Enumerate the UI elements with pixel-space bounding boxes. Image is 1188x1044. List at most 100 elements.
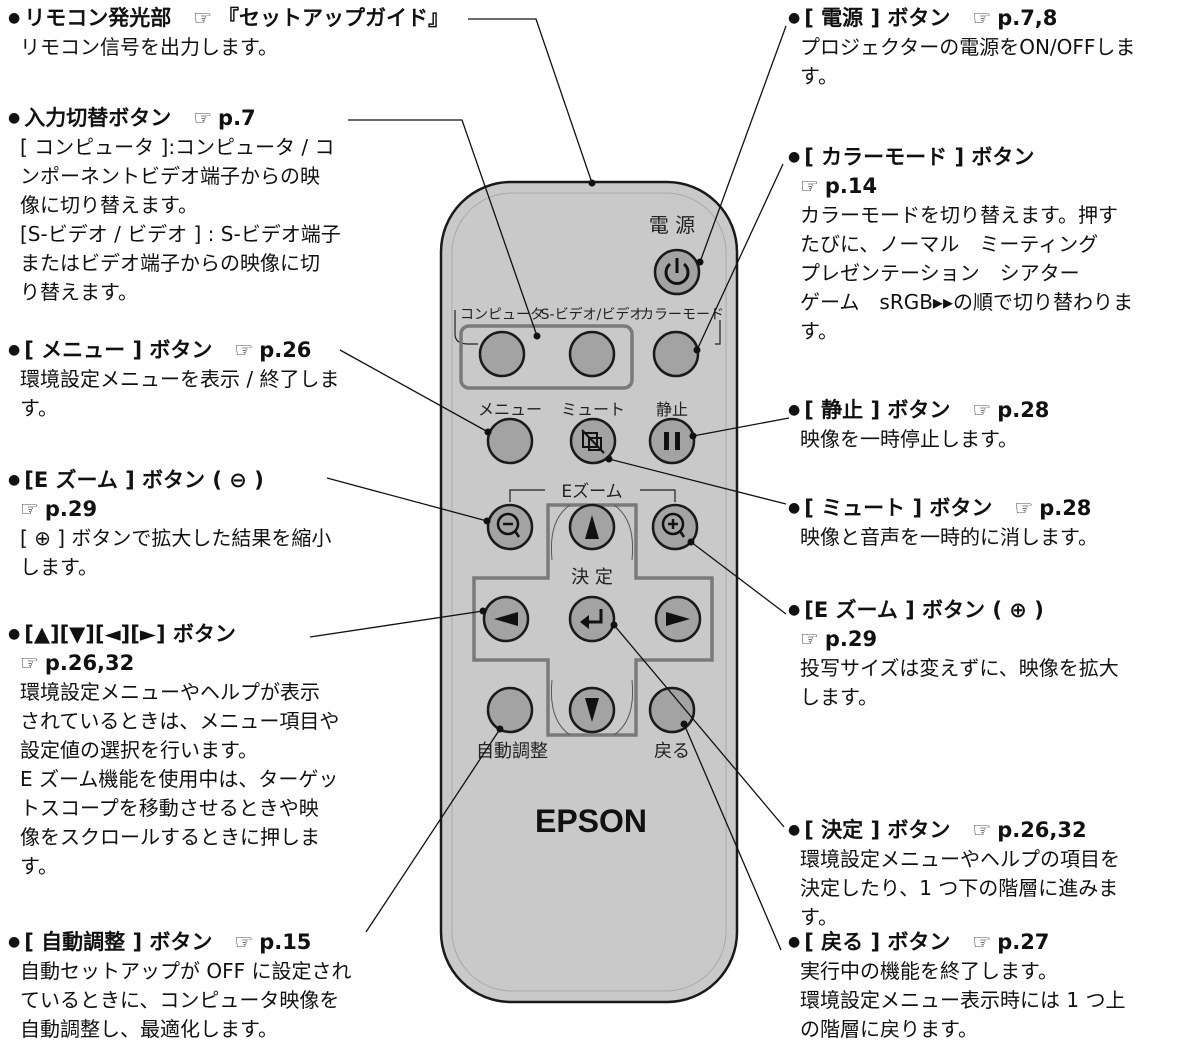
callout-ref[interactable]: p.15 (259, 930, 312, 954)
enter-label: 決 定 (571, 567, 613, 588)
callout-body: [ ⊕ ] ボタンで拡大した結果を縮小 します。 (20, 526, 332, 579)
callout-ref[interactable]: p.27 (997, 930, 1050, 954)
freeze-label: 静止 (656, 400, 688, 419)
dpad-frame (472, 503, 714, 737)
down-arrow-icon (585, 698, 599, 722)
ref-mark-icon: ☞ (234, 930, 254, 954)
callout-arrows: ●[▲][▼][◄][►] ボタン ☞p.26,32 環境設定メニューやヘルプが… (8, 620, 408, 881)
ref-mark-icon: ☞ (972, 818, 992, 842)
callout-body: 映像を一時停止します。 (800, 427, 1018, 451)
callout-body: 環境設定メニューやヘルプが表示 されているときは、メニュー項目や 設定値の選択を… (20, 680, 340, 878)
mute-label: ミュート (561, 400, 625, 419)
callout-title: リモコン発光部 (24, 6, 172, 30)
callout-title: [ 自動調整 ] ボタン (24, 930, 213, 954)
callout-title: [E ズーム ] ボタン ( ⊕ ) (804, 598, 1044, 622)
ref-mark-icon: ☞ (234, 338, 254, 362)
callout-body: [ コンピュータ ]:コンピュータ / コ ンポーネントビデオ端子からの映 像に… (20, 135, 341, 304)
callout-title: [ ミュート ] ボタン (804, 496, 993, 520)
colormode-button[interactable] (652, 330, 700, 378)
zoom-out-icon (496, 512, 521, 538)
callout-ref[interactable]: p.14 (824, 174, 878, 198)
ref-mark-icon: ☞ (193, 106, 213, 130)
svideo-button[interactable] (568, 330, 616, 378)
callout-menu: ●[ メニュー ] ボタン☞p.26 環境設定メニューを表示 / 終了しま す。 (8, 336, 408, 423)
back-label: 戻る (654, 741, 690, 762)
auto-adjust-label: 自動調整 (476, 741, 548, 762)
callout-body: リモコン信号を出力します。 (20, 35, 278, 59)
callout-ref[interactable]: p.28 (1039, 496, 1092, 520)
callout-ref[interactable]: p.7 (218, 106, 256, 130)
ref-mark-icon: ☞ (20, 651, 39, 675)
ezoom-minus-button[interactable] (486, 503, 534, 551)
callout-body: 投写サイズは変えずに、映像を拡大 します。 (800, 656, 1119, 709)
remote-inner-edge (451, 192, 727, 992)
callout-remote-emitter: ●リモコン発光部☞『セットアップガイド』 リモコン信号を出力します。 (8, 4, 478, 62)
callout-color-mode: ●[ カラーモード ] ボタン ☞p.14 カラーモードを切り替えます。押す た… (788, 143, 1183, 346)
computer-label: コンピュータ (460, 307, 544, 323)
pause-icon (664, 432, 680, 450)
callout-title: [ カラーモード ] ボタン (804, 145, 1035, 169)
callout-ref[interactable]: p.29 (824, 627, 878, 651)
callout-title: [▲][▼][◄][►] ボタン (24, 622, 236, 646)
callout-ref[interactable]: p.7,8 (997, 6, 1058, 30)
freeze-button[interactable] (648, 417, 696, 465)
callout-mute: ●[ ミュート ] ボタン☞p.28 映像と音声を一時的に消します。 (788, 494, 1183, 552)
callout-auto-adjust: ●[ 自動調整 ] ボタン☞p.15 自動セットアップが OFF に設定され て… (8, 928, 408, 1044)
callout-ref[interactable]: p.26 (259, 338, 312, 362)
auto-adjust-button[interactable] (486, 686, 534, 734)
callout-ref[interactable]: p.29 (44, 497, 98, 521)
ref-mark-icon: ☞ (20, 497, 39, 521)
callout-freeze: ●[ 静止 ] ボタン☞p.28 映像を一時停止します。 (788, 396, 1183, 454)
callout-body: 自動セットアップが OFF に設定され ているときに、コンピュータ映像を 自動調… (20, 959, 352, 1041)
zoom-in-icon (661, 512, 686, 538)
callout-title: [ 電源 ] ボタン (804, 6, 951, 30)
callout-title: [E ズーム ] ボタン ( ⊖ ) (24, 468, 264, 492)
menu-button[interactable] (486, 417, 534, 465)
remote-body (439, 180, 739, 1004)
power-icon (664, 258, 690, 285)
ref-mark-icon: ☞ (1014, 496, 1034, 520)
left-arrow-icon (494, 612, 518, 626)
callout-ezoom-plus: ●[E ズーム ] ボタン ( ⊕ ) ☞p.29 投写サイズは変えずに、映像を… (788, 596, 1183, 712)
callout-title: 入力切替ボタン (24, 106, 172, 130)
callout-body: 実行中の機能を終了します。 環境設定メニュー表示時には 1 つ上 の階層に戻りま… (800, 959, 1126, 1041)
ezoom-label: Eズーム (561, 482, 622, 502)
ezoom-plus-button[interactable] (651, 503, 699, 551)
callout-ref[interactable]: p.26,32 (44, 651, 135, 675)
power-label: 電 源 (649, 213, 695, 237)
callout-title: [ メニュー ] ボタン (24, 338, 213, 362)
callout-ref[interactable]: p.28 (997, 398, 1050, 422)
callout-ref[interactable]: p.26,32 (997, 818, 1087, 842)
callout-input-switch: ●入力切替ボタン☞p.7 [ コンピュータ ]:コンピュータ / コ ンポーネン… (8, 104, 398, 307)
menu-label: メニュー (478, 400, 542, 419)
callout-title: [ 決定 ] ボタン (804, 818, 951, 842)
ref-mark-icon: ☞ (193, 6, 213, 30)
ref-mark-icon: ☞ (972, 398, 992, 422)
callout-body: 環境設定メニューやヘルプの項目を 決定したり、1 つ下の階層に進みま す。 (800, 847, 1120, 929)
enter-button[interactable] (568, 595, 616, 643)
up-arrow-icon (585, 515, 599, 539)
ref-mark-icon: ☞ (972, 6, 992, 30)
computer-button[interactable] (478, 330, 526, 378)
leader-lines (309, 18, 790, 951)
ref-mark-icon: ☞ (972, 930, 992, 954)
brand-logo: EPSON (535, 803, 647, 839)
ref-mark-icon: ☞ (800, 627, 819, 651)
callout-title: [ 戻る ] ボタン (804, 930, 951, 954)
callout-back: ●[ 戻る ] ボタン☞p.27 実行中の機能を終了します。 環境設定メニュー表… (788, 928, 1183, 1044)
callout-body: カラーモードを切り替えます。押す たびに、ノーマル ミーティング プレゼンテーシ… (800, 203, 1134, 343)
callout-ezoom-minus: ●[E ズーム ] ボタン ( ⊖ ) ☞p.29 [ ⊕ ] ボタンで拡大した… (8, 466, 408, 582)
callout-enter: ●[ 決定 ] ボタン☞p.26,32 環境設定メニューやヘルプの項目を 決定し… (788, 816, 1183, 932)
svideo-label: S-ビデオ/ビデオ (541, 306, 644, 323)
enter-icon (580, 609, 603, 629)
callout-body: プロジェクターの電源をON/OFFしま す。 (800, 35, 1136, 88)
right-arrow-icon (666, 612, 690, 626)
colormode-label: カラーモード (640, 307, 724, 323)
callout-title: [ 静止 ] ボタン (804, 398, 951, 422)
input-group-frame (459, 324, 634, 390)
callout-ref[interactable]: 『セットアップガイド』 (218, 6, 450, 30)
callout-body: 映像と音声を一時的に消します。 (800, 525, 1098, 549)
ref-mark-icon: ☞ (800, 174, 819, 198)
